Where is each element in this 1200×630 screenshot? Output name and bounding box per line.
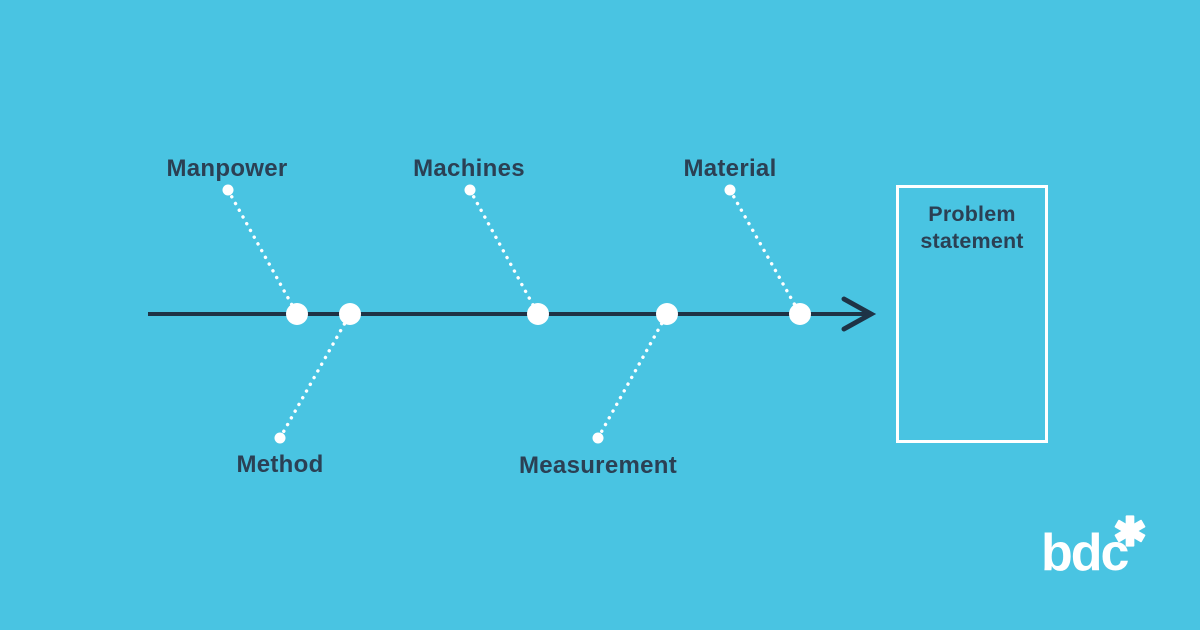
branch-end-node-manpower [222, 184, 234, 196]
branch-end-node-method [274, 432, 286, 444]
branch-line-machines [468, 188, 540, 316]
branch-line-method [278, 312, 352, 440]
branch-line-manpower [226, 188, 299, 316]
branch-line-material [728, 188, 802, 316]
bdc-asterisk-icon [1114, 515, 1146, 547]
bdc-logo: bdc [1041, 512, 1147, 580]
bdc-logo-text: bdc [1041, 524, 1129, 582]
cause-label-method: Method [236, 451, 324, 478]
branch-end-node-material [724, 184, 736, 196]
spine-node-material [789, 303, 811, 325]
branch-line-measurement [596, 312, 669, 440]
spine-arrowhead-icon [841, 296, 877, 332]
cause-label-manpower: Manpower [166, 155, 288, 182]
problem-statement-label: Problem statement [920, 202, 1024, 254]
cause-label-material: Material [683, 155, 777, 182]
spine-node-method [339, 303, 361, 325]
spine-node-measurement [656, 303, 678, 325]
spine-node-machines [527, 303, 549, 325]
spine-node-manpower [286, 303, 308, 325]
branch-end-node-machines [464, 184, 476, 196]
cause-label-measurement: Measurement [518, 452, 678, 479]
branch-end-node-measurement [592, 432, 604, 444]
cause-label-machines: Machines [413, 155, 525, 182]
problem-statement-box: Problem statement [896, 185, 1048, 443]
